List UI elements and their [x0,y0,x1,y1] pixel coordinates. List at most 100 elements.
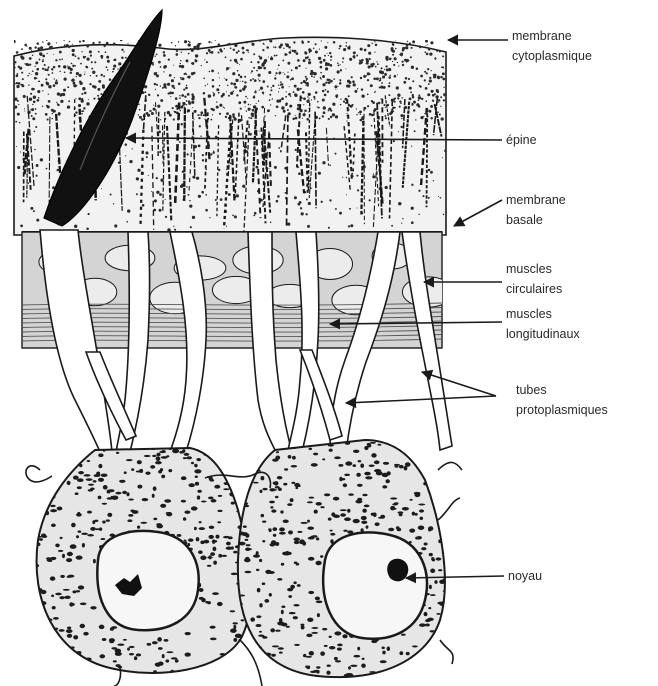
stipple-dot [82,87,85,90]
granule [165,659,169,662]
granule [89,443,92,447]
stipple-dot [240,58,243,61]
stipple-dot [149,110,151,112]
granule [265,682,269,686]
granule [419,509,424,512]
granule [192,442,196,445]
granule [307,501,313,503]
granule [153,670,157,672]
granule [271,509,276,512]
stipple-dot [427,93,430,96]
granule [101,538,106,540]
stipple-dot [22,78,24,80]
stipple-dot [269,99,271,101]
stipple-dot [443,99,445,101]
stipple-dot [74,225,77,228]
stipple-dot [160,66,162,68]
granule [436,557,442,560]
granule [430,457,437,461]
stipple-dot [375,66,377,68]
granule [161,443,165,446]
granule [446,551,450,554]
stipple-dot [194,110,197,113]
stipple-dot [303,97,306,100]
granule [269,593,272,597]
stipple-dot [414,101,415,102]
stipple-dot [212,79,214,81]
stipple-dot [192,216,195,219]
stipple-dot [223,107,224,108]
granule [443,590,450,593]
stipple-dot [81,113,83,115]
stipple-dot [311,75,313,77]
granule [245,539,249,541]
stipple-dot [424,51,426,53]
stipple-dot [426,100,428,102]
granule [86,478,93,481]
stipple-dot [253,105,256,108]
stipple-dot [198,145,201,148]
granule [377,444,381,446]
stipple-dot [81,51,82,52]
stipple-dot [378,102,381,105]
stipple-dot [325,89,327,91]
granule [78,530,82,533]
stipple-dot [384,73,387,76]
stipple-dot [172,107,174,109]
stipple-dot [71,63,73,65]
granule [307,520,310,523]
granule [64,655,70,659]
stipple-dot [247,98,248,99]
stipple-dot [424,113,425,114]
stipple-dot [59,71,60,72]
granule [199,521,202,523]
granule [438,667,441,671]
stipple-dot [81,93,83,95]
stipple-dot [372,63,375,66]
stipple-dot [120,39,123,42]
stipple-dot [356,114,357,115]
stipple-dot [252,109,255,112]
granule [247,661,254,663]
stipple-dot [376,77,379,80]
stipple-dot [46,168,48,170]
stipple-dot [253,215,255,217]
granule [191,506,198,510]
stipple-dot [185,73,187,75]
granule [152,455,156,457]
stipple-dot [346,177,347,178]
granule [361,663,366,667]
granule [277,621,284,625]
granule [361,521,367,524]
stipple-dot [256,103,257,104]
granule [58,653,64,657]
stipple-dot [325,82,327,84]
stipple-dot [196,177,199,180]
stipple-dot [191,62,194,65]
stipple-dot [332,103,335,106]
stipple-dot [236,51,238,53]
stipple-dot [279,88,280,89]
granule [405,462,411,466]
stipple-dot [389,82,391,84]
stipple-dot [151,191,152,192]
stipple-dot [238,74,240,76]
granule [68,575,75,578]
granule [284,468,288,470]
granule [402,507,409,511]
granule [106,519,110,521]
granule [424,543,428,546]
stipple-dot [295,115,296,116]
stipple-dot [59,59,61,61]
stipple-dot [244,88,245,89]
stipple-dot [72,65,74,67]
stipple-dot [180,60,181,61]
granule [246,544,251,546]
stipple-dot [411,184,413,186]
stipple-dot [42,68,44,70]
stipple-dot [14,64,15,65]
stipple-dot [439,50,441,52]
stipple-dot [317,106,318,107]
granule [445,477,449,480]
stipple-dot [352,80,355,83]
